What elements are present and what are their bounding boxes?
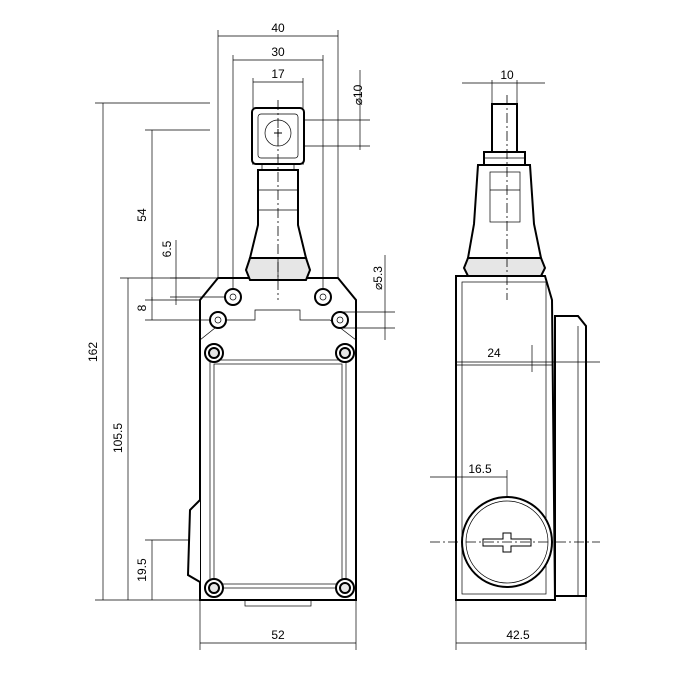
front-mounting-holes-upper [209, 288, 349, 329]
side-body-inner [461, 281, 547, 595]
dim-52: 52 [271, 628, 285, 642]
side-actuator-slot [489, 171, 521, 223]
front-view: 40 30 17 ⌀10 ⌀5.3 162 [86, 21, 395, 650]
front-dimensions-bottom: 52 [199, 600, 357, 650]
dim-40: 40 [271, 21, 285, 35]
dim-24: 24 [487, 346, 501, 360]
dim-d5-3: ⌀5.3 [371, 266, 385, 290]
dim-19-5: 19.5 [135, 558, 149, 582]
dim-16-5: 16.5 [468, 462, 492, 476]
side-nut [462, 257, 547, 277]
front-dimensions-top: 40 30 17 ⌀10 ⌀5.3 [217, 21, 395, 340]
dim-8: 8 [135, 304, 149, 311]
dim-105-5: 105.5 [111, 423, 125, 453]
front-cover-screws [204, 343, 355, 598]
dim-42-5: 42.5 [506, 628, 530, 642]
side-rear-cover [554, 315, 587, 597]
side-plunger [491, 103, 518, 153]
front-dimensions-left: 162 54 105.5 6.5 8 19.5 [86, 102, 225, 601]
dim-17: 17 [271, 67, 285, 81]
front-body-recess [209, 359, 347, 589]
side-actuator [466, 164, 543, 259]
dim-d10: ⌀10 [351, 84, 365, 105]
dim-6-5: 6.5 [160, 240, 174, 257]
side-dimensions: 10 24 16.5 42.5 [430, 68, 600, 650]
side-screw-slot-icon [482, 532, 532, 553]
dim-54: 54 [135, 208, 149, 222]
side-plunger-collar [483, 151, 526, 166]
side-view: 10 24 16.5 42.5 [430, 68, 600, 650]
front-body-recess-inner [213, 363, 343, 585]
front-flange [199, 309, 357, 341]
dim-10: 10 [500, 68, 514, 82]
front-bottom-foot [244, 599, 312, 607]
dim-30: 30 [271, 45, 285, 59]
front-cable-entry [186, 499, 201, 583]
dim-162: 162 [86, 342, 100, 362]
